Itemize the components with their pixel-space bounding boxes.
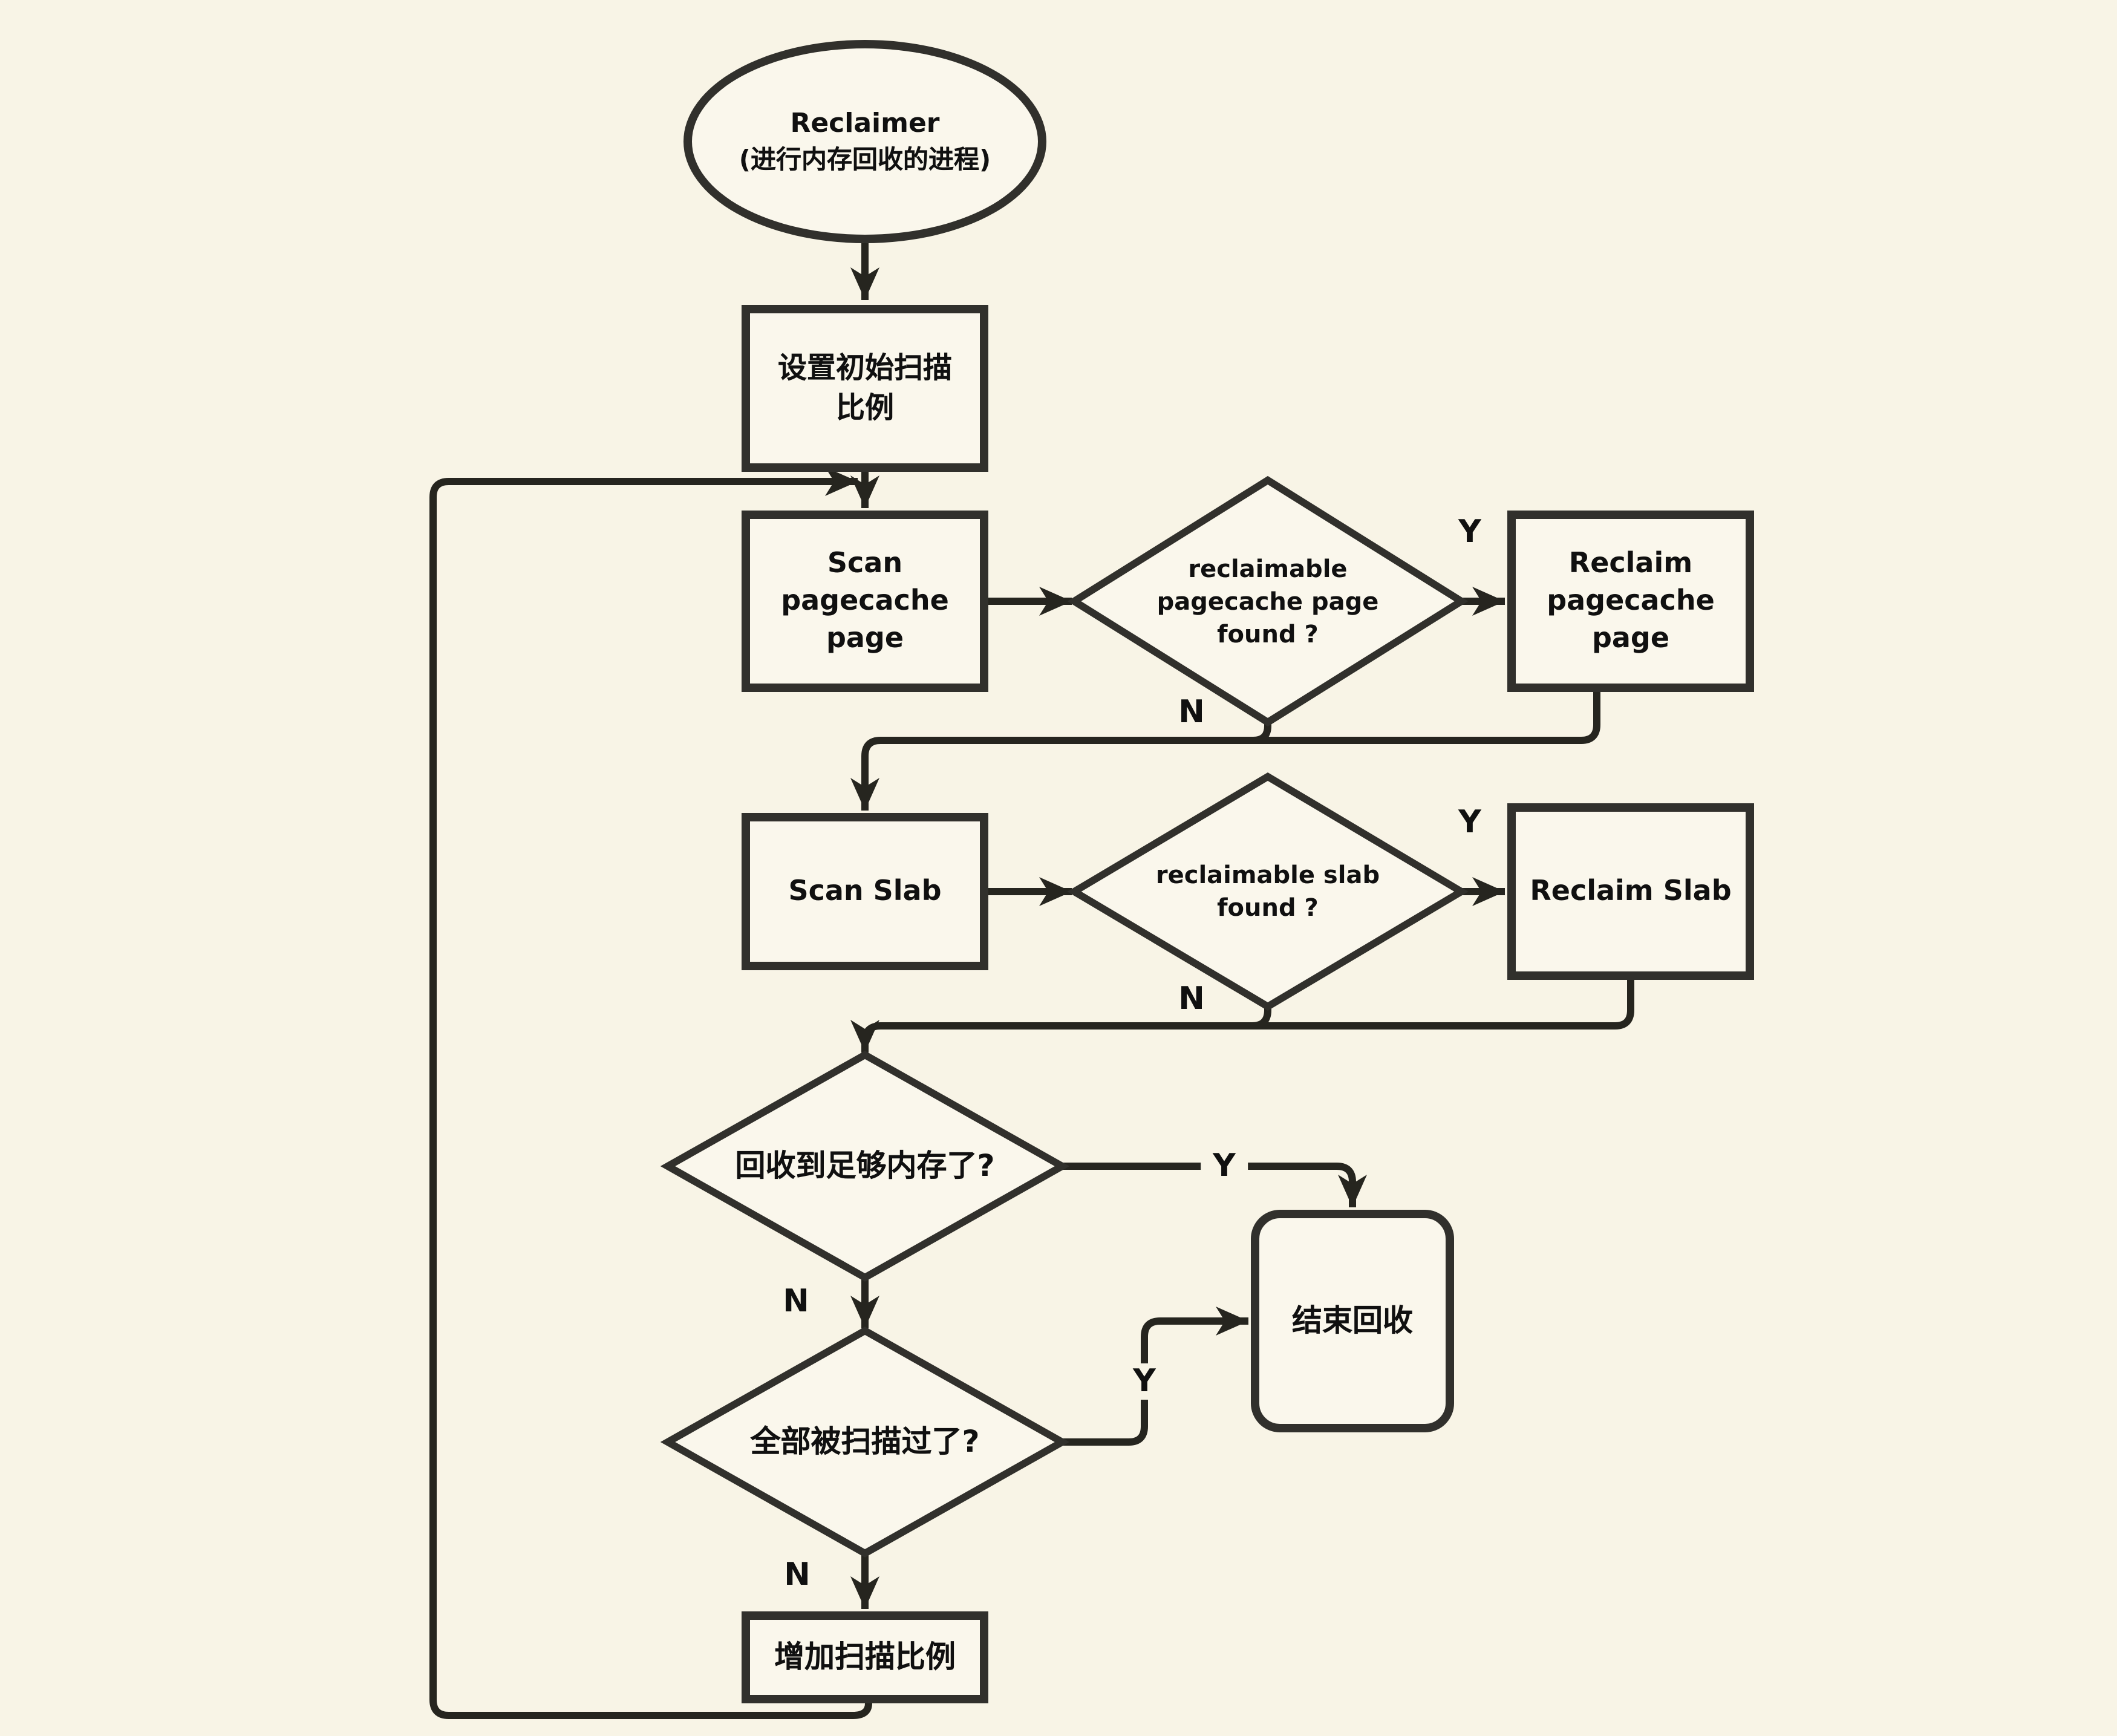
- diamond-all-scanned: [660, 1326, 1070, 1558]
- label-slab-no: N: [1178, 981, 1205, 1017]
- rounded-box-end-reclaim-label: 结束回收: [1291, 1303, 1413, 1338]
- box-scan-pagecache-page: Scan pagecache page: [742, 511, 988, 692]
- edge-slab-no: [850, 980, 1634, 1052]
- box-reclaim-pagecache-page: Reclaim pagecache page: [1507, 511, 1754, 692]
- start-subtitle: (进行内存回收的进程): [739, 145, 991, 174]
- label-slab-yes: Y: [1458, 804, 1481, 841]
- box-set-initial-scan-ratio: 设置初始扫描 比例: [742, 305, 988, 472]
- diamond-all-scanned-label: 全部被扫描过了?: [750, 1424, 980, 1459]
- rounded-box-end-reclaim: 结束回收: [1251, 1210, 1454, 1432]
- box-scan-pagecache-page-label: Scan pagecache page: [781, 547, 949, 654]
- box-scan-slab-label: Scan Slab: [788, 875, 942, 907]
- label-enough-memory-yes: Y: [1201, 1148, 1248, 1184]
- box-increase-scan-ratio: 增加扫描比例: [742, 1611, 988, 1703]
- box-scan-slab: Scan Slab: [742, 813, 988, 970]
- diamond-reclaimable-slab-found: [1067, 772, 1469, 1011]
- diamond-enough-memory-reclaimed: [660, 1051, 1070, 1282]
- label-pagecache-no: N: [1178, 694, 1205, 731]
- box-reclaim-pagecache-page-label: Reclaim pagecache page: [1547, 547, 1715, 654]
- diamond-enough-memory-reclaimed-label: 回收到足够内存了?: [735, 1148, 995, 1183]
- diamond-reclaimable-pagecache-found: [1067, 475, 1469, 727]
- edge-pagecache-no: [850, 692, 1600, 811]
- label-enough-memory-no: N: [783, 1284, 809, 1320]
- box-set-initial-scan-ratio-label: 设置初始扫描 比例: [778, 351, 952, 425]
- label-all-scanned-yes: Y: [1121, 1363, 1168, 1400]
- box-increase-scan-ratio-label: 增加扫描比例: [774, 1639, 956, 1674]
- edge-enough-memory-yes: [1062, 1163, 1367, 1207]
- box-reclaim-slab-label: Reclaim Slab: [1530, 875, 1732, 907]
- label-all-scanned-no: N: [784, 1557, 811, 1593]
- diamond-reclaimable-pagecache-found-label: reclaimable pagecache page found ?: [1156, 553, 1379, 648]
- diamond-reclaimable-slab-found-label: reclaimable slab found ?: [1155, 860, 1380, 922]
- start-title: Reclaimer: [790, 108, 940, 139]
- label-pagecache-yes: Y: [1458, 514, 1481, 550]
- edge-loop-return: [429, 467, 872, 1719]
- box-reclaim-slab: Reclaim Slab: [1507, 803, 1754, 980]
- start-ellipse-reclaimer: Reclaimer (进行内存回收的进程): [683, 40, 1046, 243]
- edge-slab-no-join: [1251, 1007, 1271, 1030]
